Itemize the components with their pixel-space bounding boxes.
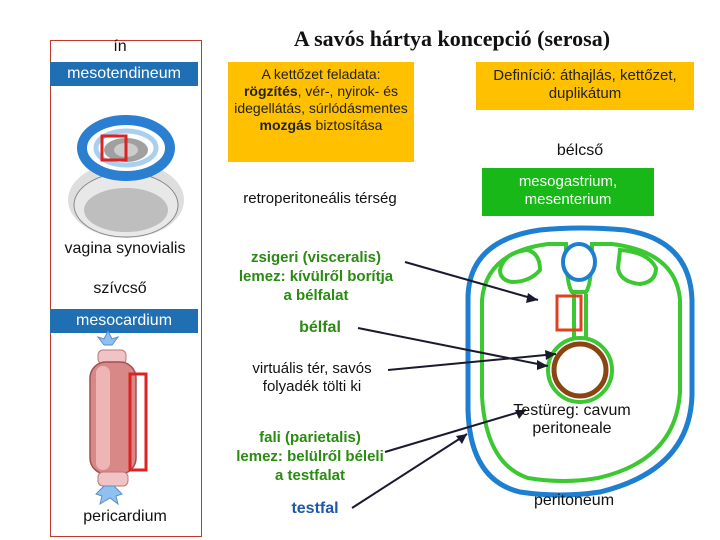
task-box-end: biztosítása [311, 117, 383, 133]
task-box-fixation: rögzítés [243, 83, 298, 99]
arrow-heads [456, 293, 556, 444]
testureg-label: Testüreg: cavum peritoneale [513, 402, 631, 437]
task-box-intro: A kettőzet feladata: [261, 66, 381, 82]
mesotendineum-box: mesotendineum [50, 62, 198, 86]
pointer-arrows [351, 261, 557, 509]
szivcso-label: szívcső [93, 280, 147, 297]
retroperitoneal-label: retroperitoneális térség [243, 190, 397, 207]
testfal-label: testfal [291, 500, 339, 517]
left-panel-frame [50, 40, 202, 537]
pericardium-label: pericardium [83, 508, 167, 525]
mesogastrium-box: mesogastrium, mesenterium [482, 168, 654, 216]
peritoneum-label: peritoneum [533, 492, 615, 509]
parietal-layer-label: fali (parietalis) lemez: belülről béleli… [236, 429, 384, 484]
belcso-label: bélcső [556, 142, 604, 159]
belfal-label: bélfal [299, 319, 341, 336]
definition-box: Definíció: áthajlás, kettőzet, duplikátu… [476, 62, 694, 110]
page-title: A savós hártya koncepció (serosa) [293, 26, 611, 51]
visceral-layer-label: zsigeri (visceralis) lemez: kívülről bor… [238, 249, 394, 304]
virtual-space-label: virtuális tér, savós folyadék tölti ki [252, 360, 372, 395]
mesocardium-box: mesocardium [50, 309, 198, 333]
task-box-movement: mozgás [259, 117, 312, 133]
in-label: ín [113, 38, 127, 55]
task-box: A kettőzet feladata: rögzítés, vér-, nyi… [228, 62, 414, 162]
task-box-supply: , vér-, nyirok- és idegellátás, súrlódás… [234, 83, 408, 116]
vagina-synovialis-label: vagina synovialis [64, 240, 186, 257]
